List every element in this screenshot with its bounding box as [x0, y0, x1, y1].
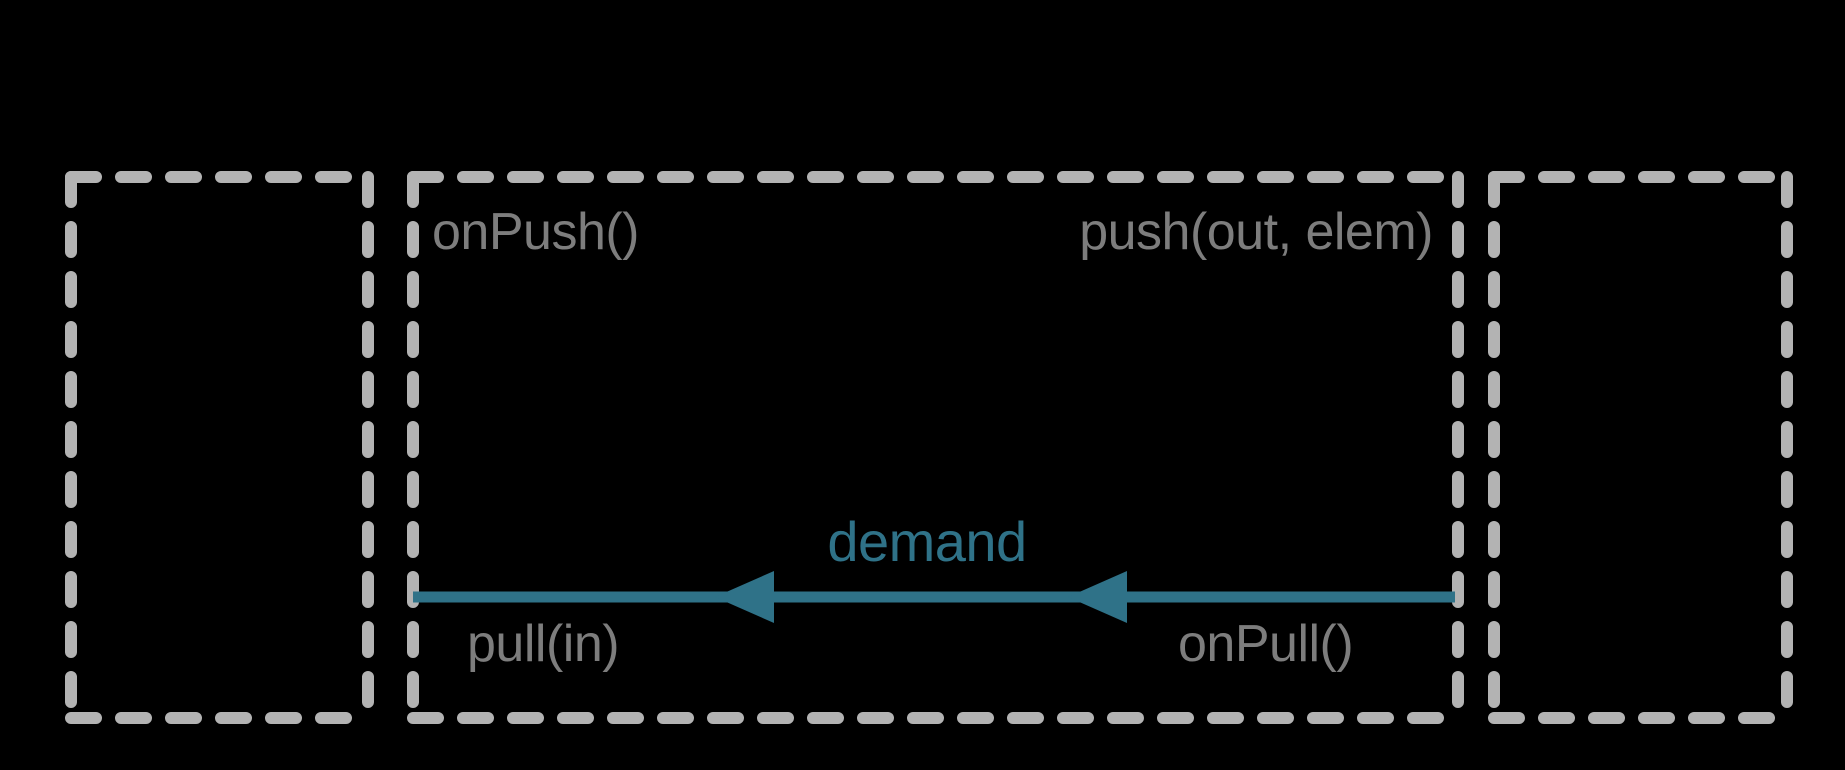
demand-arrowhead-right-icon — [1068, 571, 1127, 623]
onpush-label: onPush() — [432, 203, 639, 261]
demand-arrowhead-left-icon — [715, 571, 774, 623]
upstream-box — [65, 171, 374, 724]
downstream-box — [1488, 171, 1793, 724]
push-label: push(out, elem) — [1079, 203, 1433, 261]
demand-arrow — [413, 571, 1455, 623]
pull-label: pull(in) — [467, 615, 619, 673]
onpull-label: onPull() — [1178, 615, 1353, 673]
stage-box — [407, 171, 1464, 724]
demand-label: demand — [827, 510, 1026, 573]
